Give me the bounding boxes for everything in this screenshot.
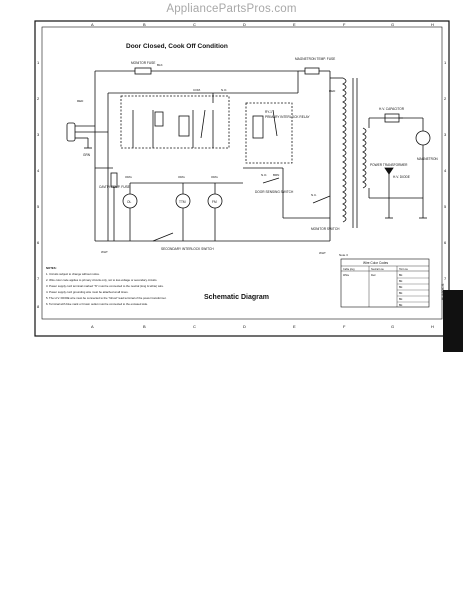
wire-label: ORG <box>211 175 219 179</box>
table-col-header: Hot Line <box>399 268 409 271</box>
border-number: 4 <box>444 168 447 173</box>
border-letter: C <box>193 324 196 329</box>
wire-label: N.O. <box>221 88 227 92</box>
border-letter: E <box>293 22 296 27</box>
border-letter: A <box>91 324 94 329</box>
table-cell: Blk <box>399 286 403 289</box>
border-letter: A <box>91 22 94 27</box>
table-cell: White <box>343 274 350 277</box>
inner-border <box>41 26 443 320</box>
wire-label: WHT <box>101 250 108 254</box>
page-side-tab <box>443 290 463 352</box>
power-transformer-label: POWER TRANSFORMER <box>370 163 408 167</box>
border-number: 5 <box>37 204 40 209</box>
wire-label: ORG <box>125 175 133 179</box>
wire-label: N.O. <box>261 173 267 177</box>
border-letters: A B C D E F G H <box>91 22 434 27</box>
border-number: 8 <box>37 304 40 309</box>
schematic-sheet: A B C D E F G H A B C D E F G H 1 2 3 4 … <box>33 18 453 340</box>
monitor-switch-label: MONITOR SWITCH <box>311 227 340 231</box>
note-item: 3. Power supply cord terminal marked "N"… <box>46 284 164 288</box>
wire-label: N.C. <box>311 193 317 197</box>
table-col-header: Cable plug <box>343 268 355 271</box>
watermark: AppliancePartsPros.com <box>166 3 297 15</box>
border-letter: H <box>431 324 434 329</box>
magnetron-label: MAGNETRON <box>417 157 438 161</box>
schematic-diagram: A B C D E F G H A B C D E F G H 1 2 3 4 … <box>34 20 450 337</box>
border-letters-bottom: A B C D E F G H <box>91 324 434 329</box>
hv-capacitor-label: H.V. CAPACITOR <box>379 107 405 111</box>
table-cell: Blk <box>399 298 403 301</box>
table-cell: Red <box>371 274 376 277</box>
border-letter: C <box>193 22 196 27</box>
ground-label: GRN <box>83 153 91 157</box>
note-item: 2. Wire color code applies to primary ci… <box>46 278 157 282</box>
hv-diode-label: H.V. DIODE <box>393 175 410 179</box>
table-cell: Blk <box>399 292 403 295</box>
border-letter: E <box>293 324 296 329</box>
page-code: R-930CS <box>440 283 445 300</box>
border-letter: G <box>391 324 394 329</box>
border-number: 6 <box>37 240 40 245</box>
turntable-motor-label: TTM <box>179 200 186 204</box>
border-number: 1 <box>444 60 447 65</box>
outer-border <box>34 20 450 337</box>
cavity-temp-fuse-label: CAVITY TEMP. FUSE <box>99 185 130 189</box>
wire-label: ORG <box>178 175 186 179</box>
schematic-subtitle: Schematic Diagram <box>204 294 269 301</box>
lamp-label: OL <box>127 200 131 204</box>
table-cell: Blk <box>399 274 403 277</box>
border-number: 3 <box>37 132 40 137</box>
border-number: 1 <box>37 60 40 65</box>
table-heading: Wire Color Codes <box>363 261 389 265</box>
notes-heading: NOTES: <box>46 266 57 270</box>
border-letter: F <box>343 22 346 27</box>
border-letter: B <box>143 22 146 27</box>
note-item: 1. Circuits subject to change without no… <box>46 272 100 276</box>
border-number: 4 <box>37 168 40 173</box>
secondary-interlock-label: SECONDARY INTERLOCK SWITCH <box>161 247 214 251</box>
relay-label: RY-1 <box>265 110 272 114</box>
border-letter: F <box>343 324 346 329</box>
component-labels: MONITOR FUSE MAGNETRON TEMP. FUSE CAVITY… <box>83 57 438 251</box>
fan-motor-label: FM <box>212 200 217 204</box>
border-number: 5 <box>444 204 447 209</box>
border-letter: B <box>143 324 146 329</box>
magnetron-temp-fuse-label: MAGNETRON TEMP. FUSE <box>295 57 335 61</box>
border-number: 2 <box>37 96 40 101</box>
wire-label: RED <box>77 99 84 103</box>
diagram-title: Door Closed, Cook Off Condition <box>126 43 228 50</box>
table-col-header: Neutral Line <box>371 268 385 271</box>
wire-label: BLK <box>157 63 163 67</box>
border-number: 3 <box>444 132 447 137</box>
wire-label: BRN <box>273 173 279 177</box>
border-numbers: 1 2 3 4 5 6 7 8 1 2 3 4 5 6 7 <box>37 60 447 309</box>
wire-color-table: Note 3 Wire Color Codes Cable plug Neutr… <box>339 253 430 308</box>
table-cell: Blk <box>399 304 403 307</box>
border-number: 2 <box>444 96 447 101</box>
note-item: 5. The H.V. DIODE wire must be connected… <box>46 296 167 300</box>
border-number: 7 <box>444 276 447 281</box>
border-number: 7 <box>37 276 40 281</box>
note-item: 6. Terminal with blue mark or brown outl… <box>46 302 148 306</box>
primary-interlock-label: PRIMARY INTERLOCK RELAY <box>265 115 311 119</box>
border-number: 6 <box>444 240 447 245</box>
table-caption: Note 3 <box>339 253 348 257</box>
border-letter: D <box>243 324 246 329</box>
monitor-fuse-label: MONITOR FUSE <box>131 61 155 65</box>
border-letter: G <box>391 22 394 27</box>
wire-label: RED <box>329 89 336 93</box>
wire-labels: RED WHT BLK ORG ORG ORG COM. N.O. N.O. N… <box>77 63 336 255</box>
notes-block: NOTES: 1. Circuits subject to change wit… <box>46 266 167 306</box>
table-cell: Blk <box>399 280 403 283</box>
border-letter: D <box>243 22 246 27</box>
border-letter: H <box>431 22 434 27</box>
wire-label: WHT <box>319 251 326 255</box>
wiring <box>66 67 431 242</box>
note-item: 4. Power supply cord grounding wire must… <box>46 290 129 294</box>
wire-label: COM. <box>193 88 201 92</box>
door-sensing-label: DOOR SENSING SWITCH <box>255 190 294 194</box>
